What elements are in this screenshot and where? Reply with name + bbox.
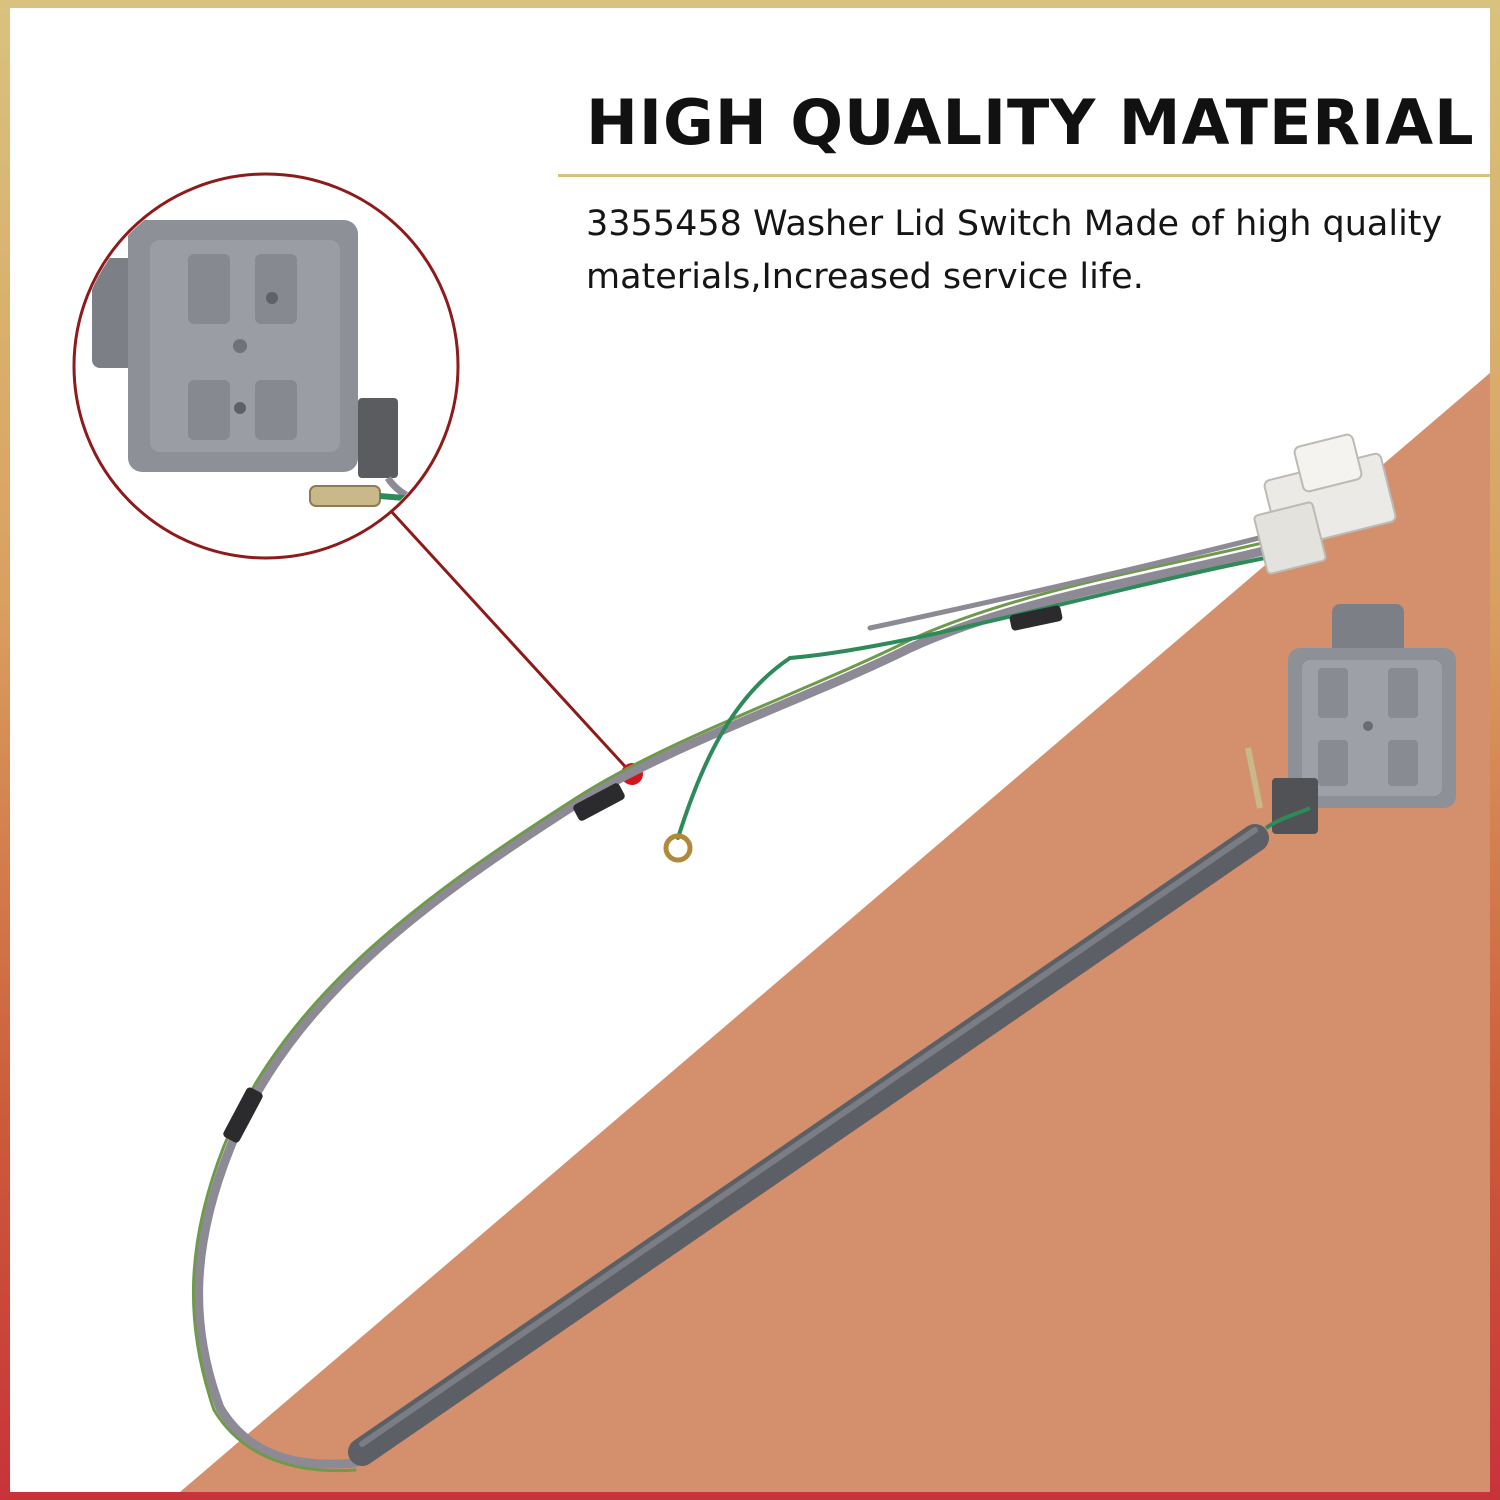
product-description: 3355458 Washer Lid Switch Made of high q… [586, 204, 1443, 297]
connector-plug-icon [1253, 433, 1397, 575]
cable-highlight [359, 827, 1258, 1447]
page-title: HIGH QUALITY MATERIAL [586, 86, 1475, 159]
callout-line [388, 508, 634, 776]
cable-sheath [348, 824, 1269, 1466]
title-divider [558, 174, 1490, 177]
zoom-callout-icon [72, 172, 460, 560]
diagonal-background-fill [180, 373, 1490, 1492]
product-panel: HIGH QUALITY MATERIAL 3355458 Washer Lid… [10, 8, 1490, 1492]
wire-harness-icon [191, 531, 1280, 1473]
lid-switch-icon [1245, 604, 1456, 834]
product-illustration [72, 172, 1490, 1492]
ring-terminal-icon [663, 833, 693, 863]
